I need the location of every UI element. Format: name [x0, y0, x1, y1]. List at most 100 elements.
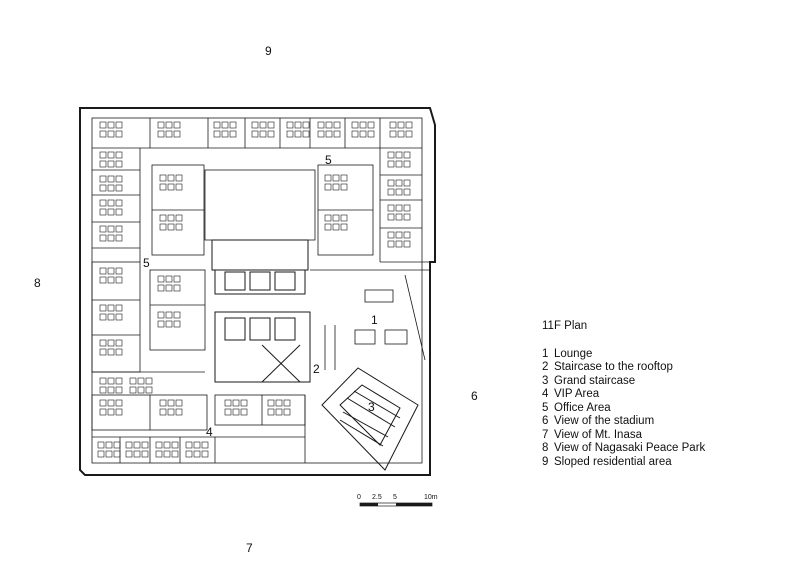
desk-seat: [115, 225, 123, 233]
legend-item-text: Lounge: [554, 347, 593, 360]
area-marker-office-left: 5: [143, 256, 150, 270]
desk-seat: [403, 151, 411, 159]
desk-seat: [405, 130, 413, 138]
desk-seat: [173, 121, 181, 129]
desk-seat: [387, 204, 395, 212]
desk-seat: [157, 320, 165, 328]
desk-seat: [115, 377, 123, 385]
desk-seat: [107, 276, 115, 284]
desk-seat: [165, 121, 173, 129]
desk-seat: [115, 348, 123, 356]
desk-seat: [107, 225, 115, 233]
desk-seat: [240, 408, 248, 416]
desk-seat: [302, 130, 310, 138]
desk-seat: [107, 175, 115, 183]
left-office-column: [92, 148, 141, 262]
desk-seat: [99, 386, 107, 394]
desk-seat: [324, 214, 332, 222]
desk-seat: [224, 399, 232, 407]
desk-seat: [107, 313, 115, 321]
desk-seat: [115, 399, 123, 407]
desk-seat: [173, 284, 181, 292]
view-marker-mt-inasa: 7: [246, 541, 253, 555]
desk-seat: [332, 223, 340, 231]
desk-seat: [175, 223, 183, 231]
desk-seat: [232, 399, 240, 407]
desk-seat: [175, 183, 183, 191]
desk-seat: [332, 214, 340, 222]
desk-seat: [159, 214, 167, 222]
legend-item-text: Sloped residential area: [554, 455, 672, 468]
desk-seat: [403, 231, 411, 239]
desk-seat: [324, 183, 332, 191]
desk-seat: [403, 160, 411, 168]
desk-seat: [397, 130, 405, 138]
desk-seat: [175, 408, 183, 416]
desk-seat: [221, 130, 229, 138]
desk-seat: [175, 174, 183, 182]
desk-seat: [99, 377, 107, 385]
desk-seat: [165, 130, 173, 138]
desk-seat: [359, 130, 367, 138]
desk-seat: [107, 386, 115, 394]
desk-seat: [99, 339, 107, 347]
desk-seat: [99, 348, 107, 356]
desk-seat: [99, 208, 107, 216]
desk-seat: [107, 208, 115, 216]
desk-seat: [333, 121, 341, 129]
desk-seat: [213, 130, 221, 138]
desk-seat: [115, 130, 123, 138]
desk-seat: [105, 450, 113, 458]
desk-seat: [324, 174, 332, 182]
desk-seat: [259, 130, 267, 138]
desk-seat: [115, 121, 123, 129]
desk-seat: [157, 275, 165, 283]
desk-seat: [167, 183, 175, 191]
desk-seat: [240, 399, 248, 407]
desk-seat: [173, 311, 181, 319]
desk-seat: [107, 121, 115, 129]
area-marker-vip: 4: [206, 425, 213, 439]
desk-seat: [229, 130, 237, 138]
desk-seat: [133, 450, 141, 458]
desk-seat: [267, 130, 275, 138]
desk-seat: [115, 276, 123, 284]
desk-seat: [397, 121, 405, 129]
view-marker-stadium: 6: [471, 389, 478, 403]
desk-seat: [317, 130, 325, 138]
desk-seat: [99, 160, 107, 168]
desk-seat: [157, 311, 165, 319]
legend-item-number: 8: [542, 442, 549, 454]
desk-seat: [145, 386, 153, 394]
grand-staircase: [321, 367, 419, 471]
desk-seat: [325, 130, 333, 138]
desk-seat: [99, 184, 107, 192]
desk-seat: [283, 408, 291, 416]
legend-item-text: View of Mt. Inasa: [554, 428, 642, 441]
desk-seat: [159, 174, 167, 182]
desk-seat: [133, 441, 141, 449]
desk-seat: [155, 450, 163, 458]
desk-seat: [294, 130, 302, 138]
desk-seat: [107, 399, 115, 407]
desk-seat: [165, 320, 173, 328]
desk-seat: [163, 441, 171, 449]
desk-seat: [251, 130, 259, 138]
desk-seat: [107, 267, 115, 275]
scale-tick-2-5: 2.5: [372, 494, 382, 501]
desk-seat: [201, 450, 209, 458]
desk-seat: [159, 399, 167, 407]
desk-seat: [115, 408, 123, 416]
desk-seat: [163, 450, 171, 458]
desk-seat: [403, 213, 411, 221]
desk-seat: [351, 130, 359, 138]
desk-seat: [403, 240, 411, 248]
